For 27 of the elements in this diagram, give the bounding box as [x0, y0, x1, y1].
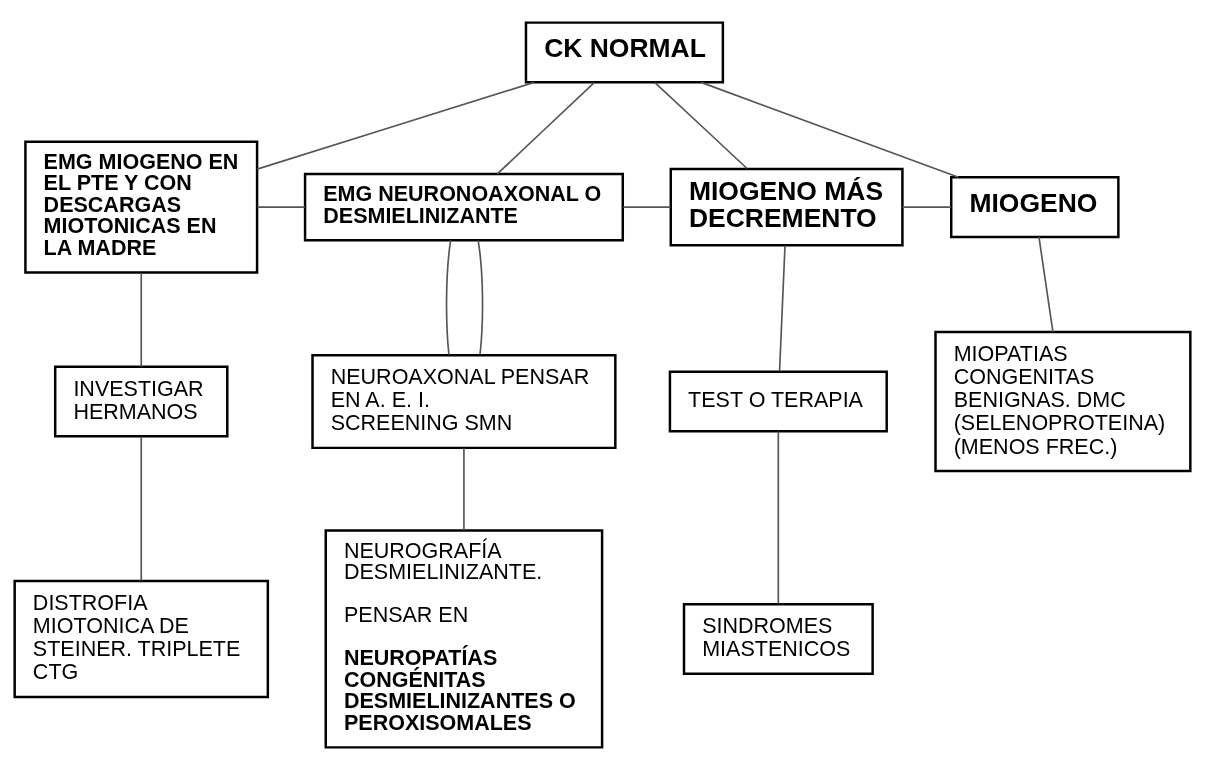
connector	[477, 239, 484, 356]
connector	[140, 435, 143, 582]
connector	[778, 244, 786, 373]
node-box: EMG NEURONOAXONAL O DESMIELINIZANTE	[303, 172, 624, 242]
connector	[700, 81, 960, 179]
node-box: EMG MIOGENO EN EL PTE Y CON DESCARGAS MIOTONICAS EN LA MADRE	[24, 140, 259, 274]
connector	[463, 447, 465, 532]
connector	[901, 206, 952, 208]
node-box: CK NORMAL	[524, 21, 725, 84]
node-box: MIOPATIAS CONGENITAS BENIGNAS. DMC (SELENOPROTEINA) (MENOS FREC.)	[934, 330, 1192, 473]
connector	[1038, 236, 1054, 333]
node-box: INVESTIGAR HERMANOS	[53, 365, 229, 438]
connector	[256, 81, 535, 170]
node-box: TEST O TERAPIA	[668, 370, 888, 433]
connector	[140, 272, 143, 368]
connector	[496, 81, 596, 175]
node-box: MIOGENO	[950, 176, 1120, 239]
connector	[622, 206, 672, 208]
node-box: DISTROFIA MIOTONICA DE STEINER. TRIPLETE CTG	[13, 579, 270, 699]
node-box: SINDROMES MIASTENICOS	[682, 603, 874, 675]
connector	[654, 81, 748, 170]
node-box: NEUROAXONAL PENSAR EN A. E. I. SCREENING SMN	[311, 354, 617, 450]
connector	[445, 239, 452, 356]
connector	[256, 206, 306, 208]
node-box: MIOGENO MÁS DECREMENTO	[669, 167, 904, 247]
node-box: NEUROGRAFÍA DESMIELINIZANTE. PENSAR EN NEUROPATÍAS CONGÉNITAS DESMIELINIZANTES O PEROXISOMALES	[324, 529, 604, 749]
connector	[777, 430, 780, 605]
